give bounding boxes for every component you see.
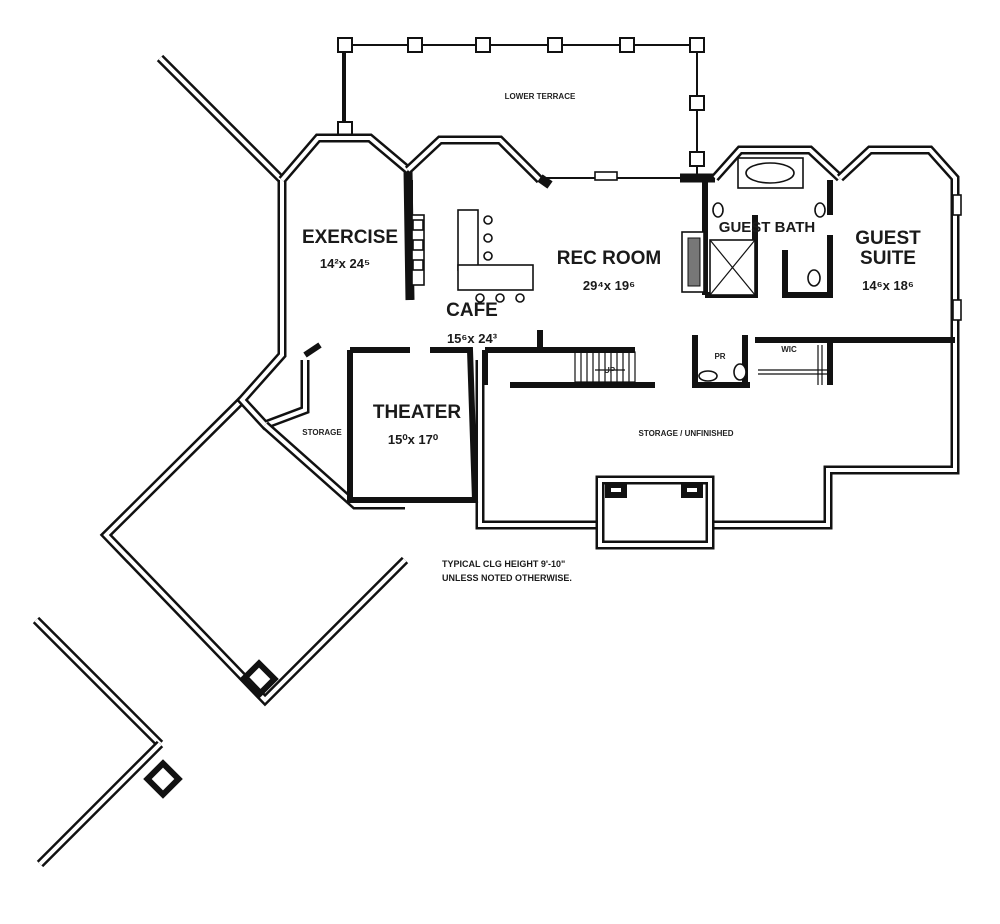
lower-terrace (337, 37, 705, 180)
room-exercise-dim: 14²x 24⁵ (320, 256, 370, 271)
lower-terrace-label: LOWER TERRACE (505, 92, 576, 101)
room-theater-name: THEATER (373, 402, 462, 423)
storage-left-label: STORAGE (302, 428, 342, 437)
storage-unfinished-label: STORAGE / UNFINISHED (639, 429, 734, 438)
room-cafe-dim: 15⁶x 24³ (447, 331, 498, 346)
room-cafe-name: CAFE (446, 300, 498, 321)
room-guest-suite-name-line2: SUITE (860, 248, 916, 269)
exterior-walls (278, 133, 962, 550)
fixtures (411, 157, 828, 385)
ceiling-height-note: TYPICAL CLG HEIGHT 9'-10" UNLESS NOTED O… (442, 559, 572, 583)
room-exercise-name: EXERCISE (302, 227, 398, 248)
room-labels: EXERCISE 14²x 24⁵ CAFE 15⁶x 24³ REC ROOM… (302, 92, 921, 447)
room-rec-room-dim: 29⁴x 19⁶ (583, 278, 635, 293)
room-theater-dim: 15⁰x 17⁰ (388, 432, 439, 447)
room-guest-suite-name: GUEST (855, 228, 921, 249)
note-line-2: UNLESS NOTED OTHERWISE. (442, 573, 572, 583)
note-line-1: TYPICAL CLG HEIGHT 9'-10" (442, 559, 565, 569)
stairs: UP (574, 351, 636, 383)
wic-label: WIC (781, 345, 797, 354)
room-guest-bath-name: GUEST BATH (719, 219, 815, 236)
room-guest-suite-dim: 14⁶x 18⁶ (862, 278, 914, 293)
garage-walls (32, 54, 409, 868)
pr-label: PR (714, 352, 725, 361)
stairs-up-label: UP (604, 366, 616, 375)
room-rec-room-name: REC ROOM (557, 248, 662, 269)
